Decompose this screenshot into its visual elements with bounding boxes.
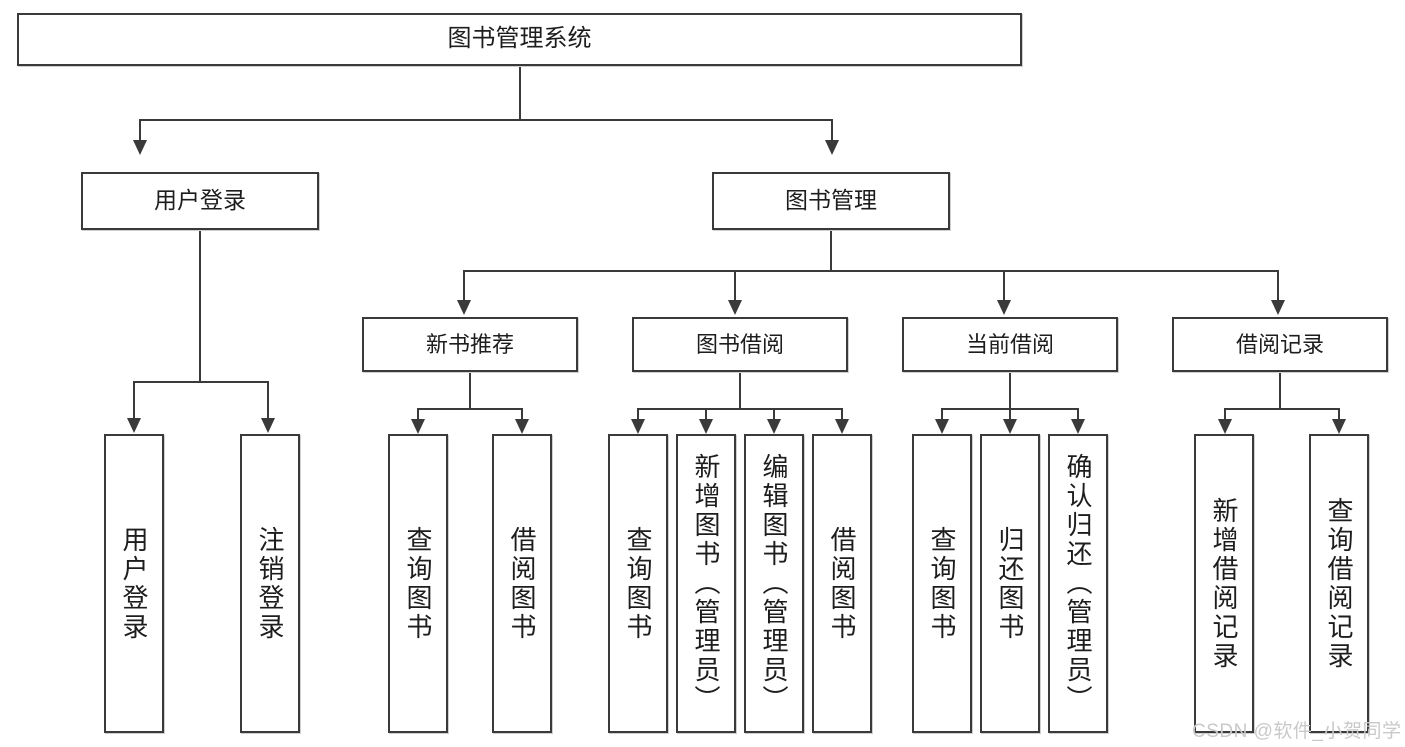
connector-root-to-bookmgmt [831,119,833,141]
arrowhead-to-new-book-recommend [457,300,471,315]
connector-recommend-bus [417,408,523,410]
leaf-logout[interactable]: 注销登录 [240,434,300,733]
connector-root-to-login [139,119,141,141]
connector-userlogin-bus [133,381,269,383]
node-label: 确认归还（管理员） [1063,453,1093,714]
connector-recommend-drop-1 [417,408,419,420]
connector-recommend-drop-2 [521,408,523,420]
leaf-return-book[interactable]: 归还图书 [980,434,1040,733]
connector-current-stem [1009,372,1011,409]
arrowhead-to-book-borrow [728,300,742,315]
arrowhead-to-borrow-record [1271,300,1285,315]
node-root-system[interactable]: 图书管理系统 [17,13,1022,66]
leaf-add-borrow-record[interactable]: 新增借阅记录 [1194,434,1254,733]
node-label: 查询图书 [623,525,653,642]
arrowhead-borrow-leaf-4 [835,419,849,434]
arrowhead-to-current-borrow [997,300,1011,315]
node-label: 当前借阅 [965,331,1054,357]
arrowhead-current-leaf-1 [935,419,949,434]
node-label: 新增图书（管理员） [691,453,721,714]
arrowhead-recommend-leaf-1 [411,419,425,434]
node-borrow-record[interactable]: 借阅记录 [1172,317,1388,372]
connector-current-drop-2 [1009,408,1011,420]
node-label: 查询图书 [403,525,433,642]
node-label: 图书管理 [785,187,877,214]
connector-current-drop-1 [941,408,943,420]
connector-userlogin-drop-1 [133,381,135,419]
node-current-borrow[interactable]: 当前借阅 [902,317,1118,372]
node-label: 借阅图书 [827,525,857,642]
arrowhead-current-leaf-2 [1003,419,1017,434]
arrowhead-record-leaf-1 [1218,419,1232,434]
connector-record-bus [1224,408,1340,410]
connector-bookmgmt-drop-3 [1003,270,1005,301]
arrowhead-to-leaf-logout [261,418,275,433]
csdn-watermark: CSDN @软件_小贺同学 [1192,721,1402,742]
arrowhead-borrow-leaf-1 [631,419,645,434]
connector-bookmgmt-drop-2 [734,270,736,301]
node-label: 用户登录 [119,525,149,642]
leaf-edit-book-admin[interactable]: 编辑图书（管理员） [744,434,804,733]
connector-recommend-stem [469,372,471,409]
leaf-user-login[interactable]: 用户登录 [104,434,164,733]
connector-borrow-drop-1 [637,408,639,420]
connector-userlogin-drop-2 [267,381,269,419]
node-label: 查询借阅记录 [1324,496,1354,671]
connector-userlogin-stem [199,230,201,382]
leaf-borrow-book-recommend[interactable]: 借阅图书 [492,434,552,733]
node-user-login[interactable]: 用户登录 [81,172,319,230]
connector-record-drop-2 [1338,408,1340,420]
arrowhead-current-leaf-3 [1071,419,1085,434]
connector-bookmgmt-drop-4 [1277,270,1279,301]
arrowhead-to-user-login [133,140,147,155]
node-label: 查询图书 [927,525,957,642]
connector-bookmgmt-bus [463,270,1279,272]
leaf-borrow-book[interactable]: 借阅图书 [812,434,872,733]
connector-record-stem [1279,372,1281,409]
node-label: 图书借阅 [695,331,784,357]
connector-borrow-bus [637,408,843,410]
arrowhead-borrow-leaf-2 [699,419,713,434]
arrowhead-borrow-leaf-3 [767,419,781,434]
leaf-query-book-current[interactable]: 查询图书 [912,434,972,733]
connector-current-drop-3 [1077,408,1079,420]
node-label: 用户登录 [154,187,246,214]
connector-root-bus [139,119,833,121]
leaf-confirm-return-admin[interactable]: 确认归还（管理员） [1048,434,1108,733]
leaf-add-book-admin[interactable]: 新增图书（管理员） [676,434,736,733]
node-label: 借阅图书 [507,525,537,642]
node-label: 新增借阅记录 [1209,496,1239,671]
connector-borrow-stem [739,372,741,409]
connector-borrow-drop-4 [841,408,843,420]
arrowhead-recommend-leaf-2 [515,419,529,434]
leaf-query-book-recommend[interactable]: 查询图书 [388,434,448,733]
node-label: 新书推荐 [425,331,514,357]
arrowhead-record-leaf-2 [1332,419,1346,434]
node-book-management[interactable]: 图书管理 [712,172,950,230]
leaf-query-book-borrow[interactable]: 查询图书 [608,434,668,733]
node-label: 归还图书 [995,525,1025,642]
leaf-query-borrow-record[interactable]: 查询借阅记录 [1309,434,1369,733]
node-label: 注销登录 [255,525,285,642]
connector-bookmgmt-drop-1 [463,270,465,301]
node-new-book-recommend[interactable]: 新书推荐 [362,317,578,372]
connector-root-stem [519,66,521,120]
connector-bookmgmt-stem [830,230,832,271]
node-label: 借阅记录 [1235,331,1324,357]
connector-borrow-drop-2 [705,408,707,420]
arrowhead-to-leaf-user-login [127,418,141,433]
connector-record-drop-1 [1224,408,1226,420]
node-label: 图书管理系统 [447,25,592,53]
connector-borrow-drop-3 [773,408,775,420]
node-label: 编辑图书（管理员） [759,453,789,714]
node-book-borrow[interactable]: 图书借阅 [632,317,848,372]
arrowhead-to-book-management [825,140,839,155]
